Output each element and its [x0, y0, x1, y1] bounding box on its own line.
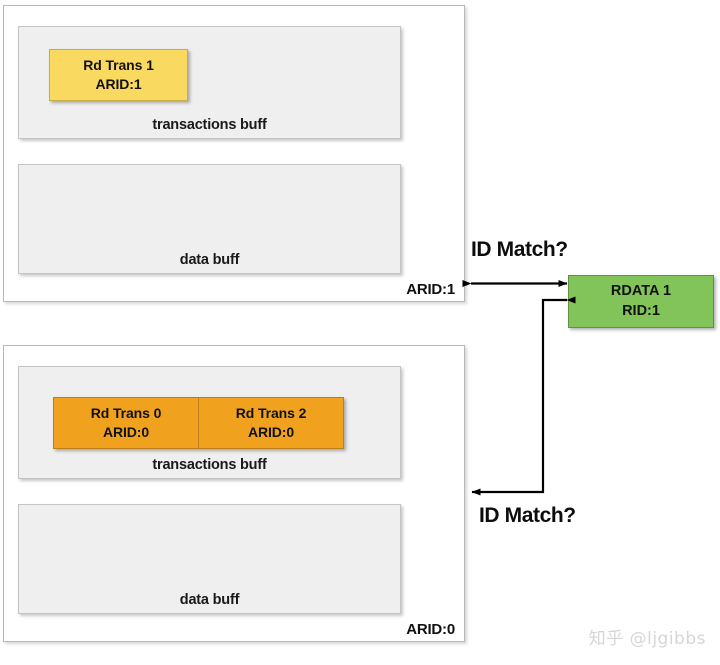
data-buff-label: data buff — [179, 252, 240, 268]
data-buff-arid0: data buff — [18, 504, 401, 614]
transaction-chip-rd-trans-0[interactable]: Rd Trans 0 ARID:0 — [53, 397, 199, 449]
chip-arid: ARID:0 — [102, 424, 150, 440]
rdata-rid: RID:1 — [622, 302, 660, 319]
id-match-label-bottom: ID Match? — [479, 504, 576, 527]
id-match-label-top: ID Match? — [471, 238, 568, 261]
transactions-buff-arid0: Rd Trans 0 ARID:0 Rd Trans 2 ARID:0 tran… — [18, 366, 401, 479]
master-block-arid0: Rd Trans 0 ARID:0 Rd Trans 2 ARID:0 tran… — [3, 345, 465, 642]
transaction-chip-rd-trans-2[interactable]: Rd Trans 2 ARID:0 — [199, 397, 344, 449]
transaction-chip-rd-trans-1[interactable]: Rd Trans 1 ARID:1 — [49, 49, 188, 101]
transaction-chip-group: Rd Trans 0 ARID:0 Rd Trans 2 ARID:0 — [53, 397, 344, 449]
block-arid-tag: ARID:0 — [406, 621, 455, 638]
block-arid-tag: ARID:1 — [406, 281, 455, 298]
chip-title: Rd Trans 0 — [90, 405, 162, 422]
chip-arid: ARID:1 — [95, 76, 142, 92]
master-block-arid1: Rd Trans 1 ARID:1 transactions buff data… — [3, 5, 465, 302]
transactions-buff-label: transactions buff — [152, 457, 267, 473]
rdata-response-box[interactable]: RDATA 1 RID:1 — [568, 275, 714, 328]
data-buff-label: data buff — [179, 592, 240, 608]
chip-title: Rd Trans 2 — [235, 405, 307, 422]
transactions-buff-label: transactions buff — [152, 117, 267, 133]
chip-arid: ARID:0 — [247, 424, 295, 440]
watermark: 知乎 @ljgibbs — [588, 629, 706, 649]
chip-title: Rd Trans 1 — [83, 57, 154, 74]
data-buff-arid1: data buff — [18, 164, 401, 274]
rdata-title: RDATA 1 — [610, 282, 672, 299]
arrow-idmatch-bottom — [471, 296, 576, 496]
transactions-buff-arid1: Rd Trans 1 ARID:1 transactions buff — [18, 26, 401, 139]
